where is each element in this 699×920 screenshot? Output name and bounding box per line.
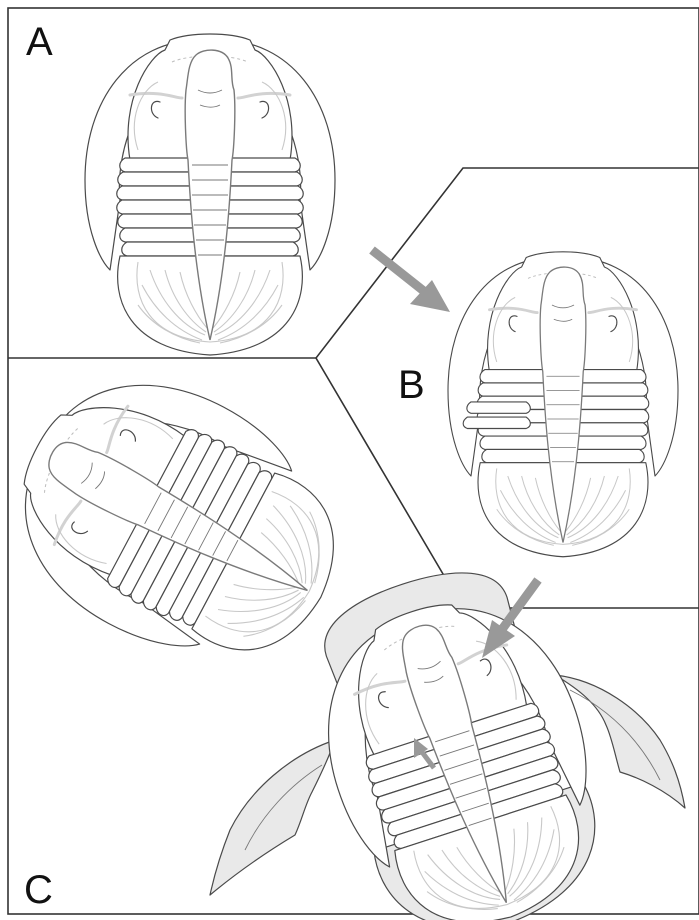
trilobite-panel-a bbox=[85, 34, 335, 355]
trilobite-panel-b bbox=[448, 252, 678, 557]
arrow-a-to-b bbox=[372, 250, 450, 312]
free-cheek-left bbox=[210, 740, 335, 895]
trilobite-panel-c-tilted bbox=[0, 339, 378, 706]
panel-label-b: B bbox=[398, 363, 425, 407]
panel-label-a: A bbox=[26, 20, 53, 64]
panel-label-c: C bbox=[24, 868, 53, 912]
trilobite-panel-c-molting bbox=[284, 545, 631, 920]
